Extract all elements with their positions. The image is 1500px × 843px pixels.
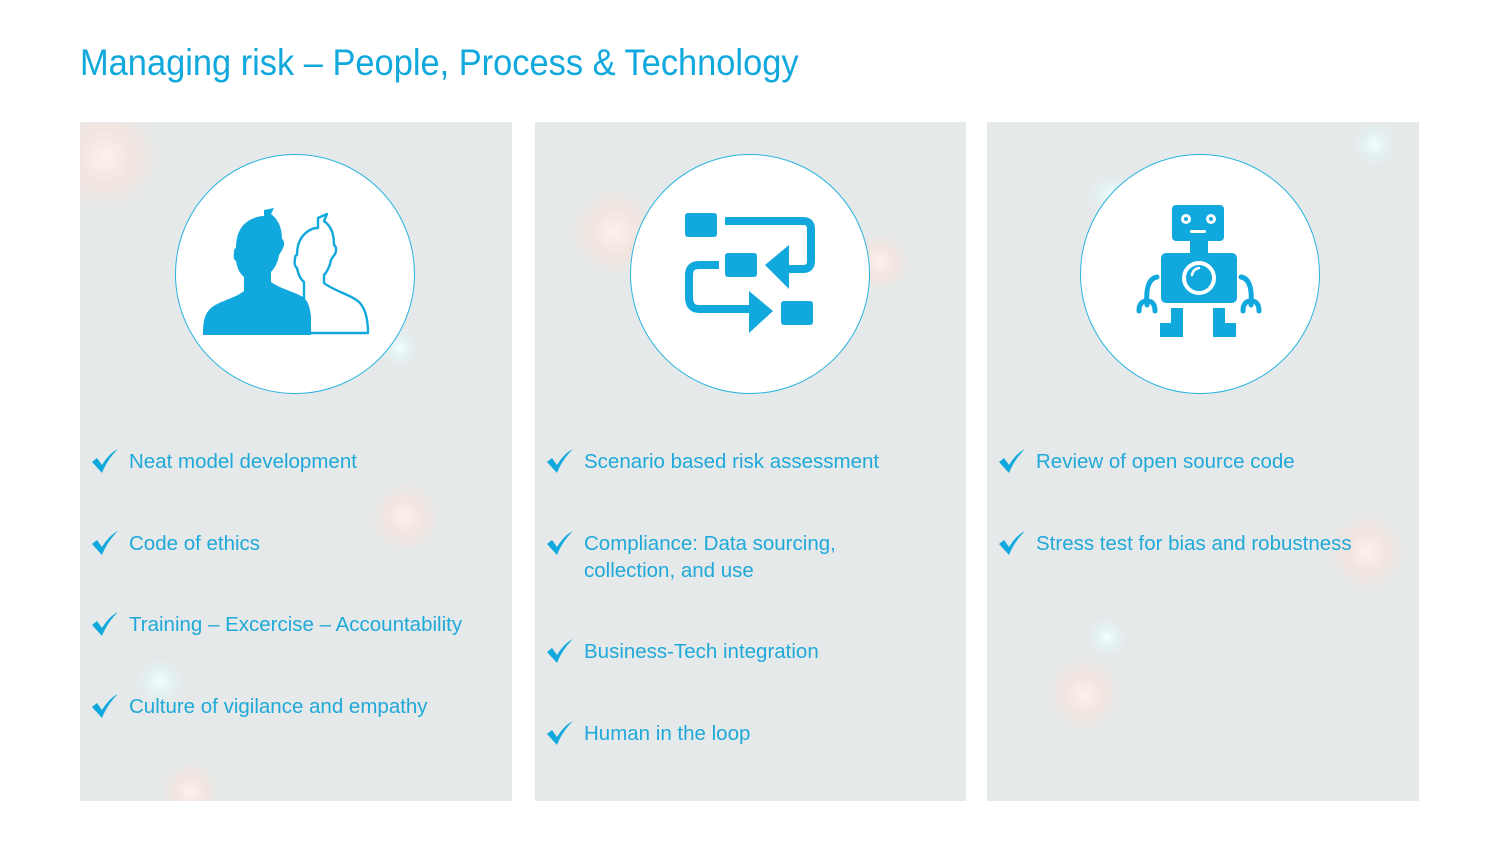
checklist-item: Culture of vigilance and empathy bbox=[90, 693, 428, 720]
checkmark-icon bbox=[545, 530, 575, 557]
checklist-item-text: Culture of vigilance and empathy bbox=[129, 695, 428, 718]
checklist-item: Training – Excercise – Accountability bbox=[90, 611, 462, 638]
process-panel: Scenario based risk assessment Complianc… bbox=[535, 122, 966, 801]
checklist-item-text: Review of open source code bbox=[1036, 450, 1295, 473]
decorative-glow bbox=[1087, 617, 1127, 657]
checklist-item-text: Human in the loop bbox=[584, 722, 751, 745]
checklist-item-text: Business-Tech integration bbox=[584, 640, 819, 663]
robot-icon bbox=[1136, 205, 1262, 337]
checklist-item-text: Code of ethics bbox=[129, 532, 261, 555]
checklist-item: Business-Tech integration bbox=[545, 638, 819, 665]
checklist-item-text: Training – Excercise – Accountability bbox=[129, 613, 463, 636]
people-icon-circle bbox=[175, 154, 415, 394]
checkmark-icon bbox=[90, 448, 120, 475]
checkmark-icon bbox=[545, 720, 575, 747]
checklist-item: Neat model development bbox=[90, 448, 357, 475]
process-flow-icon bbox=[685, 213, 815, 333]
checklist-item-text: Scenario based risk assessment bbox=[584, 450, 880, 473]
checkmark-icon bbox=[90, 611, 120, 638]
checklist-item: Code of ethics bbox=[90, 530, 260, 557]
decorative-glow bbox=[1352, 122, 1397, 167]
decorative-glow bbox=[160, 762, 220, 801]
checkmark-icon bbox=[997, 530, 1027, 557]
checklist-item: Human in the loop bbox=[545, 720, 750, 747]
checklist-item: Compliance: Data sourcing, collection, a… bbox=[545, 530, 836, 584]
slide-title: Managing risk – People, Process & Techno… bbox=[80, 42, 799, 83]
people-icon bbox=[203, 208, 370, 335]
decorative-glow bbox=[80, 122, 160, 212]
checkmark-icon bbox=[90, 693, 120, 720]
checklist-item: Stress test for bias and robustness bbox=[997, 530, 1352, 557]
checklist-item: Scenario based risk assessment bbox=[545, 448, 879, 475]
technology-panel: Review of open source code Stress test f… bbox=[987, 122, 1419, 801]
checkmark-icon bbox=[545, 448, 575, 475]
checklist-item-text: Neat model development bbox=[129, 450, 357, 473]
checklist-item-text: Stress test for bias and robustness bbox=[1036, 532, 1352, 555]
checkmark-icon bbox=[997, 448, 1027, 475]
checkmark-icon bbox=[90, 530, 120, 557]
checklist-item-text: Compliance: Data sourcing, collection, a… bbox=[584, 532, 836, 582]
decorative-glow bbox=[370, 482, 440, 552]
people-panel: Neat model development Code of ethics Tr… bbox=[80, 122, 512, 801]
process-icon-circle bbox=[630, 154, 870, 394]
checklist-item: Review of open source code bbox=[997, 448, 1295, 475]
decorative-glow bbox=[1047, 657, 1122, 732]
technology-icon-circle bbox=[1080, 154, 1320, 394]
checkmark-icon bbox=[545, 638, 575, 665]
